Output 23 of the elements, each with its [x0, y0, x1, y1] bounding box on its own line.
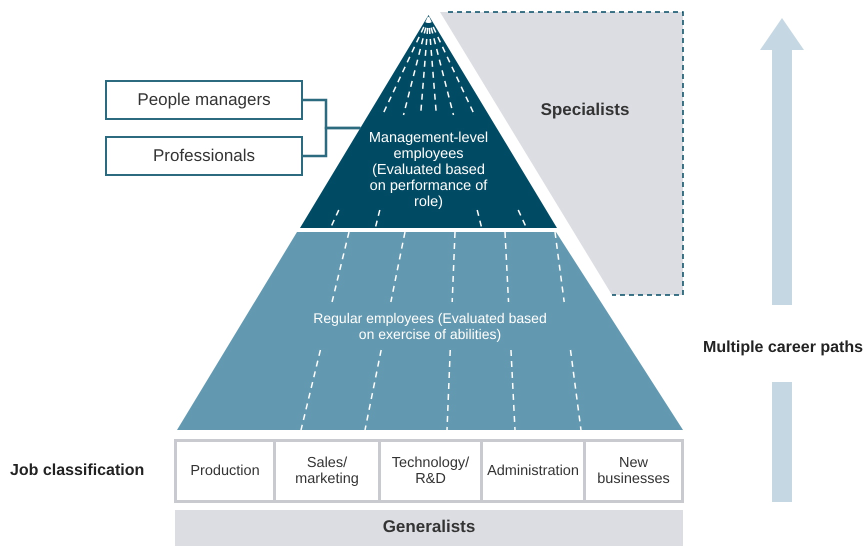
pyramid-base-tier [177, 232, 683, 430]
connector-line [303, 126, 360, 158]
node-text: Professionals [152, 146, 256, 166]
node-text: Production [189, 463, 261, 479]
node-text: Technology/ R&D [390, 455, 470, 487]
node-text: Administration [486, 463, 580, 479]
job-category [276, 442, 378, 500]
node-text: Specialists [540, 100, 630, 120]
node-text: Regular employees (Evaluated based on exercise of abilities) [312, 310, 548, 342]
node-text: Generalists [382, 517, 476, 537]
generalists-bar [175, 510, 683, 546]
node-text: Sales/ marketing [294, 455, 360, 487]
role-box [105, 136, 303, 176]
job-category [483, 442, 583, 500]
node-text: New businesses [596, 455, 671, 487]
job-category [586, 442, 681, 500]
node-text: People managers [136, 90, 272, 110]
node-text: Management-level employees (Evaluated based on performance of role) [368, 130, 490, 210]
job-category [381, 442, 480, 500]
label-text: Job classification [10, 462, 144, 480]
job-category [177, 442, 273, 500]
role-box [105, 80, 303, 120]
label-text: Multiple career paths [703, 339, 863, 357]
